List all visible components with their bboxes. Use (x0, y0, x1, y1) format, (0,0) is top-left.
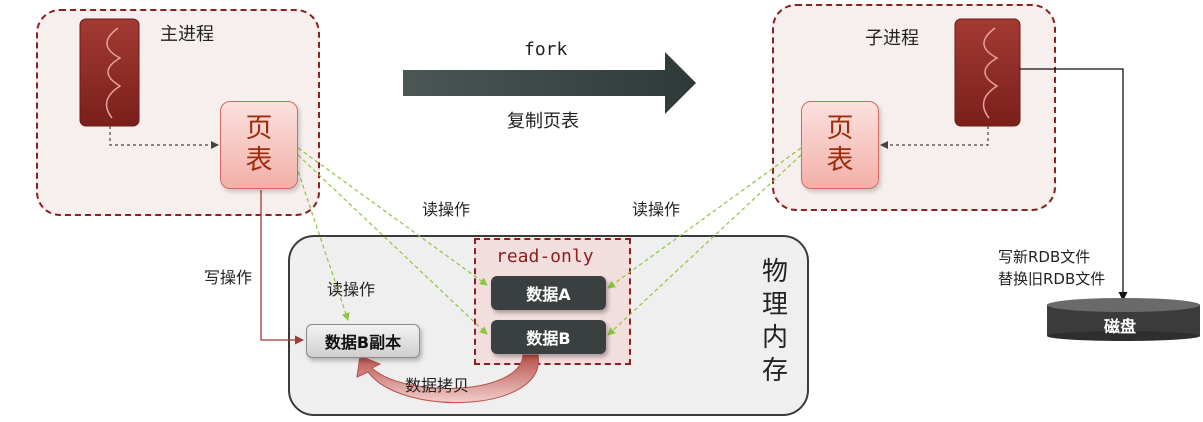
read-label-left: 读操作 (422, 200, 471, 219)
child-page-table-label: 页表 (826, 113, 854, 176)
child-process-icon (954, 18, 1021, 127)
disk-write-label-1: 写新RDB文件 (998, 248, 1091, 266)
child-process-title: 子进程 (865, 28, 919, 49)
disk-icon (1047, 298, 1200, 341)
child-page-table: 页表 (801, 101, 879, 189)
disk-write-label-2: 替换旧RDB文件 (998, 270, 1106, 288)
main-process-title: 主进程 (160, 24, 214, 45)
write-label: 写操作 (204, 268, 253, 287)
child-process-to-pagetable-arrow (880, 126, 989, 149)
read-label-inner: 读操作 (327, 280, 376, 299)
main-process-to-pagetable-arrow (109, 126, 219, 149)
fork-sublabel: 复制页表 (507, 111, 579, 132)
physical-memory-title: 物理内存 (761, 257, 788, 386)
disk-write-arrow (1020, 68, 1128, 301)
data-copy-label: 数据拷贝 (405, 376, 470, 395)
main-process-icon (79, 18, 140, 127)
fork-arrow (403, 52, 696, 114)
disk-label: 磁盘 (1104, 317, 1137, 336)
data-copy-arrow (356, 354, 539, 403)
fork-label: fork (524, 39, 568, 60)
data-a-block: 数据A (491, 276, 606, 310)
read-label-right: 读操作 (632, 200, 681, 219)
data-b-block: 数据B (491, 320, 606, 354)
read-arrows (295, 147, 802, 336)
write-arrow (260, 190, 304, 345)
readonly-label: read-only (496, 246, 594, 267)
data-b-copy-block: 数据B副本 (306, 324, 420, 358)
main-page-table-label: 页表 (245, 113, 273, 176)
main-page-table: 页表 (220, 101, 298, 189)
